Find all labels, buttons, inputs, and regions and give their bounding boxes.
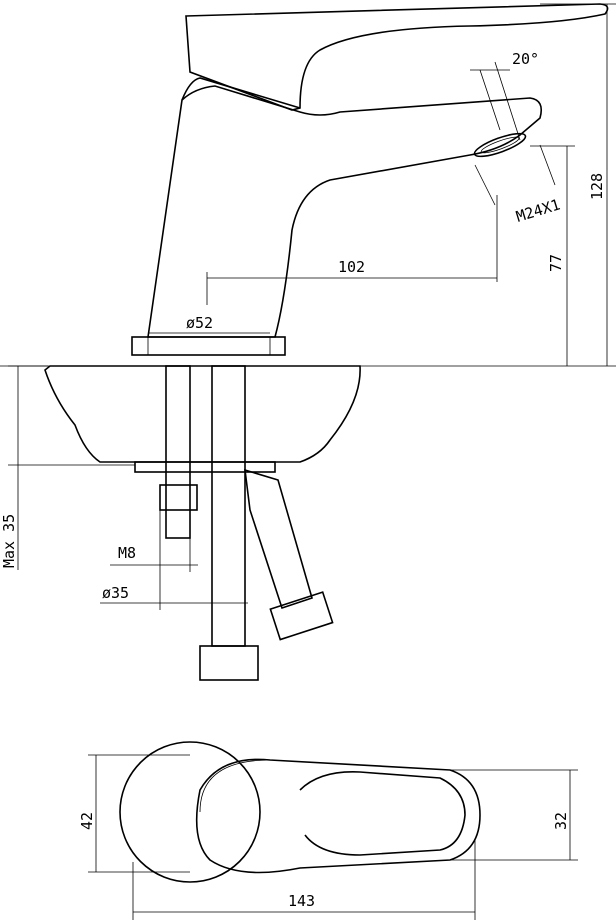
stud-nut (159, 484, 198, 511)
aerator-inner (480, 136, 520, 154)
countertop-stone (44, 365, 361, 463)
angled-hose-nut (269, 591, 334, 641)
angled-hose (244, 468, 313, 610)
handle-top (195, 758, 481, 874)
handle-cap (181, 77, 301, 109)
mounting-plate (134, 461, 276, 473)
top-view: 42 32 143 (78, 741, 578, 920)
under-counter-assembly: Max 35 M8 ø35 (0, 365, 361, 681)
stud-thread-label: M8 (118, 544, 136, 562)
total-height-label: 128 (588, 173, 606, 200)
max-thickness-label: Max 35 (0, 514, 18, 568)
aerator (473, 132, 527, 158)
handle-lever (185, 3, 609, 111)
side-view: ø52 102 128 77 20° M24X1 (0, 3, 616, 367)
reach-label: 102 (338, 258, 365, 276)
hole-diameter-label: ø35 (102, 584, 129, 602)
faucet-body (147, 85, 543, 338)
base-circle (119, 741, 261, 883)
total-length-label: 143 (288, 892, 315, 910)
angle-label: 20° (512, 50, 539, 68)
base-width-label: 42 (78, 812, 96, 830)
straight-hose-nut (199, 645, 259, 681)
base-flange (131, 336, 286, 356)
spout-height-label: 77 (547, 254, 565, 272)
handle-width-label: 32 (552, 812, 570, 830)
base-diameter-label: ø52 (186, 314, 213, 332)
handle-inner (299, 771, 466, 856)
threaded-stud (165, 365, 191, 539)
thread-label: M24X1 (514, 195, 562, 225)
straight-hose (211, 365, 246, 647)
